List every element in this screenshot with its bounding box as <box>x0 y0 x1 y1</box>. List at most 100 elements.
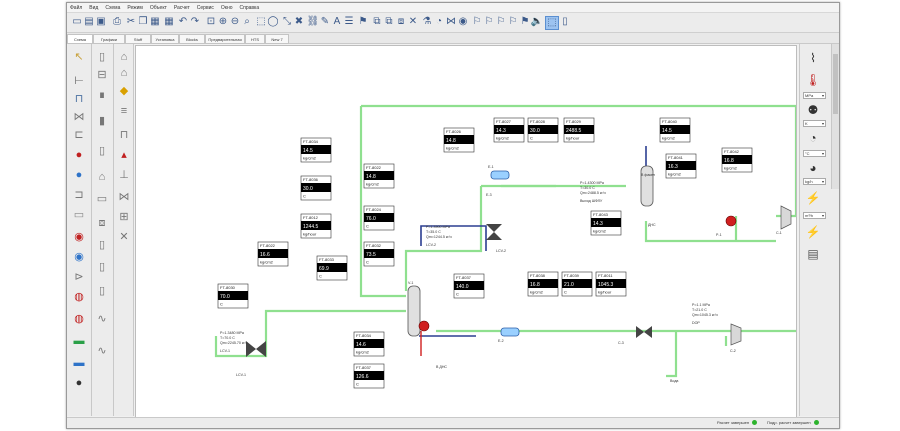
select-rect-icon[interactable]: ⬚ <box>256 16 266 27</box>
pipe-segment-tool-icon[interactable]: ▭ <box>73 208 85 221</box>
lightning-icon[interactable]: ⚡ <box>805 191 821 205</box>
tower-tool-icon[interactable]: ∎ <box>98 88 106 101</box>
paste-icon[interactable]: ▦ <box>150 16 160 27</box>
clipboard-icon[interactable]: ▤ <box>807 247 819 261</box>
copy-block-icon[interactable]: ⧉ <box>373 16 381 27</box>
undo-icon[interactable]: ↶ <box>178 16 188 27</box>
tools-icon[interactable]: ✕ <box>408 16 418 27</box>
flag-yellow-icon[interactable]: ⚐ <box>508 16 518 27</box>
flask-icon[interactable]: ⚗ <box>422 16 432 27</box>
units-pressure-select[interactable]: MPa▾ <box>803 92 826 99</box>
heater-coil-tool-icon[interactable]: ⊓ <box>119 128 129 141</box>
drum-vertical-tool-icon[interactable]: ▯ <box>98 144 106 157</box>
heater-tool-icon[interactable]: ● <box>75 148 83 161</box>
pump-red-tool-icon[interactable]: ◍ <box>74 290 84 303</box>
menu-item[interactable]: Вид <box>89 4 99 11</box>
new-icon[interactable]: ▭ <box>72 16 82 27</box>
cross-tool-icon[interactable]: ✕ <box>119 230 129 243</box>
open-icon[interactable]: ▤ <box>84 16 94 27</box>
tab[interactable]: Предварительная <box>205 34 245 44</box>
chart-icon[interactable]: ⌇ <box>810 51 816 65</box>
menu-item[interactable]: Справка <box>239 4 260 11</box>
menu-item[interactable]: Расчет <box>173 4 190 11</box>
duplicate-icon[interactable]: ⧉ <box>385 16 393 27</box>
delete-icon[interactable]: ✖ <box>294 16 304 27</box>
valve-tool-icon[interactable]: ⋈ <box>73 110 85 123</box>
flag-blue-icon[interactable]: ⚐ <box>484 16 494 27</box>
flag-green-icon[interactable]: ⚐ <box>496 16 506 27</box>
grid-icon[interactable]: ▦ <box>164 16 174 27</box>
resize-icon[interactable]: ⤡ <box>283 16 291 27</box>
tab[interactable]: Схема <box>67 34 93 44</box>
zoom-out-icon[interactable]: ⊖ <box>230 16 240 27</box>
cylinder-2-tool-icon[interactable]: ▯ <box>98 260 106 273</box>
coil-tool-icon[interactable]: ∿ <box>97 312 107 325</box>
print-icon[interactable]: ⎙ <box>113 16 121 27</box>
filter-tool-icon[interactable]: ⌂ <box>98 170 106 183</box>
tank-blue-tool-icon[interactable]: ▬ <box>73 356 85 369</box>
tab[interactable]: Установка <box>151 34 179 44</box>
cylinder-tool-icon[interactable]: ▯ <box>98 238 106 251</box>
pipe-tool-icon[interactable]: ⊢ <box>74 74 84 87</box>
flame-tool-icon[interactable]: ▴ <box>121 148 127 161</box>
scrollbar-thumb[interactable] <box>833 54 838 114</box>
vessel-tool-icon[interactable]: ⊓ <box>74 92 84 105</box>
plant-tool-icon[interactable]: ⌂ <box>120 66 128 79</box>
pump-blue-tool-icon[interactable]: ◍ <box>74 312 84 325</box>
pointer-icon[interactable]: ⬚ <box>545 16 559 30</box>
connector-tool-icon[interactable]: ⋈ <box>118 190 130 203</box>
flag-black-icon[interactable]: ⚑ <box>520 16 530 27</box>
zoom-in-icon[interactable]: ⊕ <box>218 16 228 27</box>
absorber-tool-icon[interactable]: ▮ <box>98 114 106 127</box>
sound-icon[interactable]: 🔈 <box>530 16 544 27</box>
tank-tool-icon[interactable]: ▭ <box>96 192 108 205</box>
pumpjack-tool-icon[interactable]: ⊥ <box>119 168 129 181</box>
select-circle-icon[interactable]: ◯ <box>267 16 279 27</box>
link-icon[interactable]: ⛓ <box>306 16 320 27</box>
gauge-icon[interactable]: ◔ <box>435 16 443 27</box>
pencil-icon[interactable]: ✎ <box>320 16 330 27</box>
flag-red-icon[interactable]: ⚐ <box>472 16 482 27</box>
text-icon[interactable]: A <box>333 16 341 27</box>
menu-item[interactable]: Схема <box>105 4 121 11</box>
exchanger-tool-icon[interactable]: ◉ <box>74 250 84 263</box>
person-icon[interactable]: ⚉ <box>807 103 819 117</box>
units-temperature-select[interactable]: K▾ <box>803 120 826 127</box>
gauge-icon[interactable]: ◔ <box>809 131 817 145</box>
separator-tool-icon[interactable]: ⊟ <box>97 68 107 81</box>
units-massflow-select[interactable]: kg/h▾ <box>803 178 826 185</box>
meter-icon[interactable]: ◕ <box>809 161 817 175</box>
cylinder-3-tool-icon[interactable]: ▯ <box>98 284 106 297</box>
menu-item[interactable]: Сервис <box>196 4 214 11</box>
drum-tool-icon[interactable]: ● <box>75 376 83 389</box>
tab[interactable]: New 7 <box>265 34 289 44</box>
valve-icon[interactable]: ⋈ <box>446 16 456 27</box>
alert-icon[interactable]: ⚡ <box>805 225 821 239</box>
menu-item[interactable]: Объект <box>149 4 167 11</box>
